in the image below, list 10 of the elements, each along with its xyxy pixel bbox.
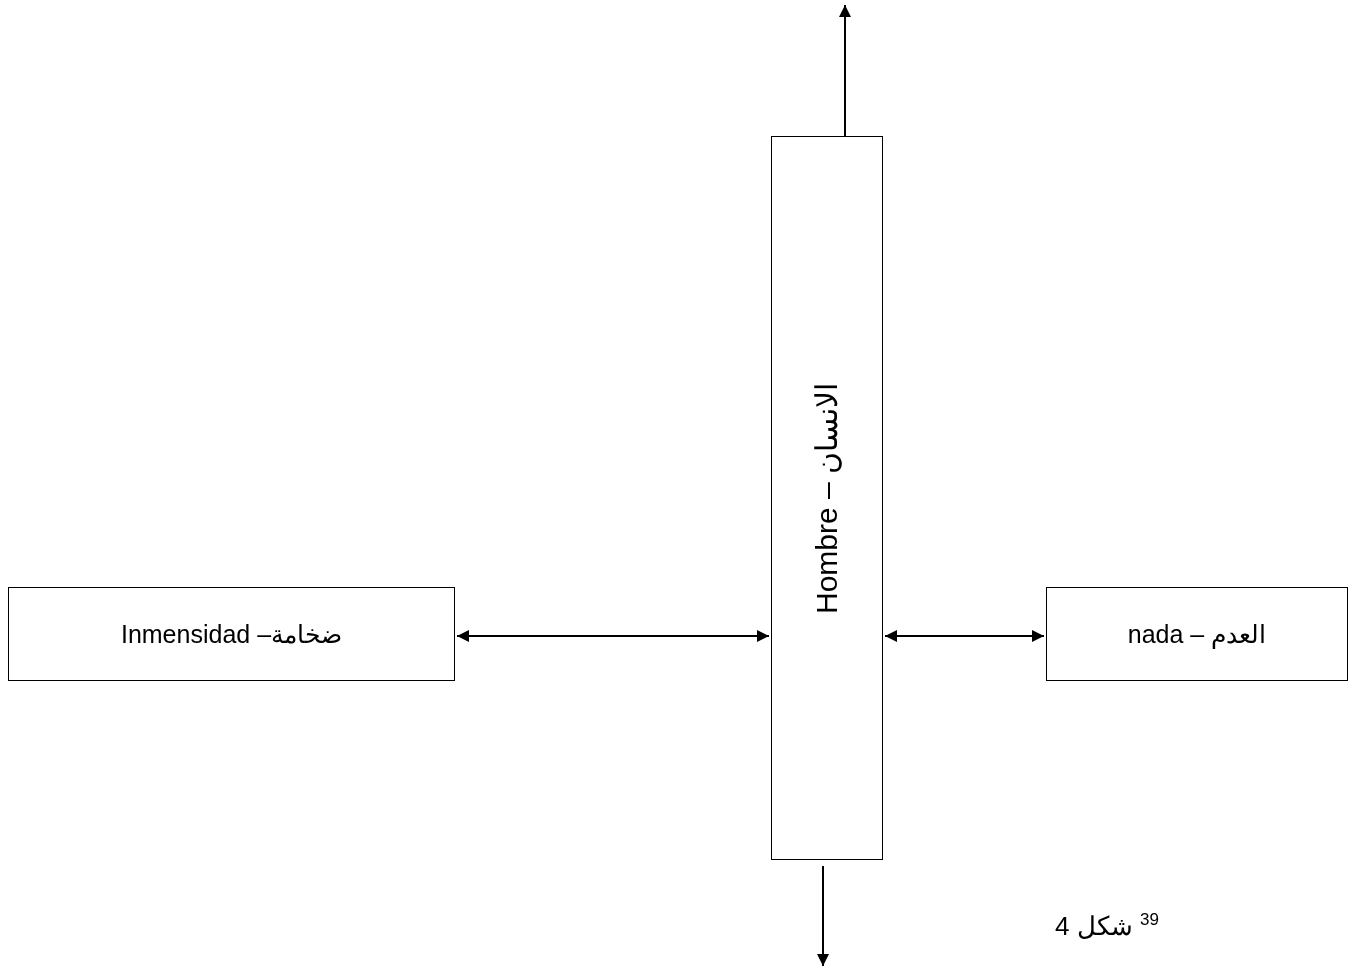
arrow <box>817 865 829 967</box>
arrow <box>839 4 851 137</box>
arrow <box>884 630 1045 642</box>
vertical-box <box>771 136 883 860</box>
node-label: nada – العدم <box>1127 619 1267 649</box>
process-box <box>8 587 455 681</box>
node-label: Inmensidad –ضخامة <box>120 619 343 649</box>
arrow <box>456 630 770 642</box>
process-box <box>1046 587 1348 681</box>
node-label: Hombre – الانسان <box>809 382 845 614</box>
